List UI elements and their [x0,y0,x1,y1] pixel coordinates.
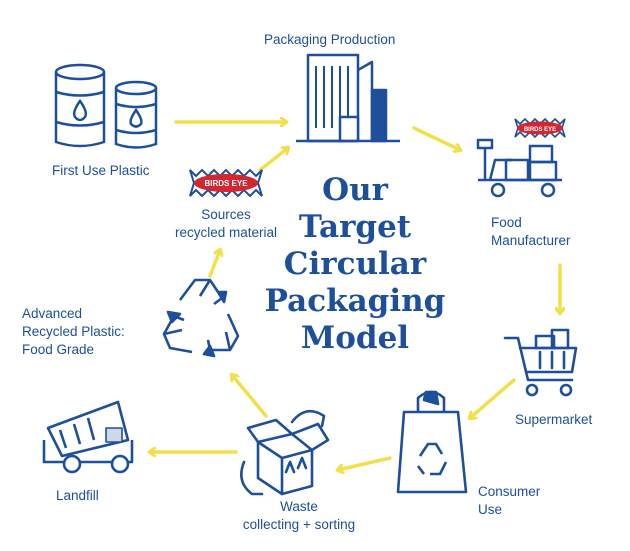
birds-eye-logo-text: BIRDS EYE [204,179,248,188]
label-landfill: Landfill [56,488,99,503]
arrow-supermarket-to-consumer [470,378,516,418]
birds-eye-logo: BIRDS EYE [189,168,263,198]
title-line-2: Target [298,209,412,245]
arrow-sources-to-production [258,148,288,172]
page-title: Our Target Circular Packaging Model [255,172,455,357]
label-waste-line-2: collecting + sorting [242,517,356,532]
label-food-manufacturer-line-1: Food [491,215,522,230]
arrow-production-to-manufacturer [412,126,460,150]
arrow-advanced-to-sources [208,250,220,278]
title-line-1: Our [322,172,388,208]
label-sources-recycled-line-1: Sources [201,207,251,222]
office-building-icon [296,53,400,143]
birds-eye-logo-small-text: BIRDS EYE [524,127,556,133]
label-waste: Waste collecting + sorting [224,498,374,534]
label-waste-line-1: Waste [280,499,318,514]
label-food-manufacturer-line-2: Manufacturer [491,233,571,248]
label-packaging-production: Packaging Production [264,32,396,47]
box-recycle-icon [240,409,330,496]
title-line-5: Model [300,320,410,356]
warehouse-trolley-icon [476,138,562,198]
dump-truck-icon [42,400,134,474]
recycle-icon [162,278,240,358]
flow-arrows [150,122,560,470]
label-consumer-use-line-1: Consumer [478,484,541,499]
label-advanced-recycled: Advanced Recycled Plastic: Food Grade [22,305,125,359]
label-advanced-recycled-line-3: Food Grade [22,342,95,357]
shopping-bag-icon [396,390,468,494]
label-first-use-plastic: First Use Plastic [52,163,150,178]
arrow-consumer-to-waste [338,456,392,470]
label-food-manufacturer: Food Manufacturer [491,214,571,250]
oil-barrels-icon [54,63,158,149]
label-consumer-use-line-2: Use [478,502,503,517]
label-sources-recycled: Sources recycled material [168,206,284,242]
label-advanced-recycled-line-1: Advanced [22,306,83,321]
arrow-waste-to-advanced [232,375,268,418]
title-line-3: Circular [283,246,427,282]
title-line-4: Packaging [264,283,446,319]
label-sources-recycled-line-2: recycled material [174,225,278,240]
shopping-cart-icon [503,328,578,397]
label-advanced-recycled-line-2: Recycled Plastic: [22,324,125,339]
birds-eye-logo-small: BIRDS EYE [514,117,566,139]
label-supermarket: Supermarket [515,412,593,427]
label-consumer-use: Consumer Use [478,483,540,519]
